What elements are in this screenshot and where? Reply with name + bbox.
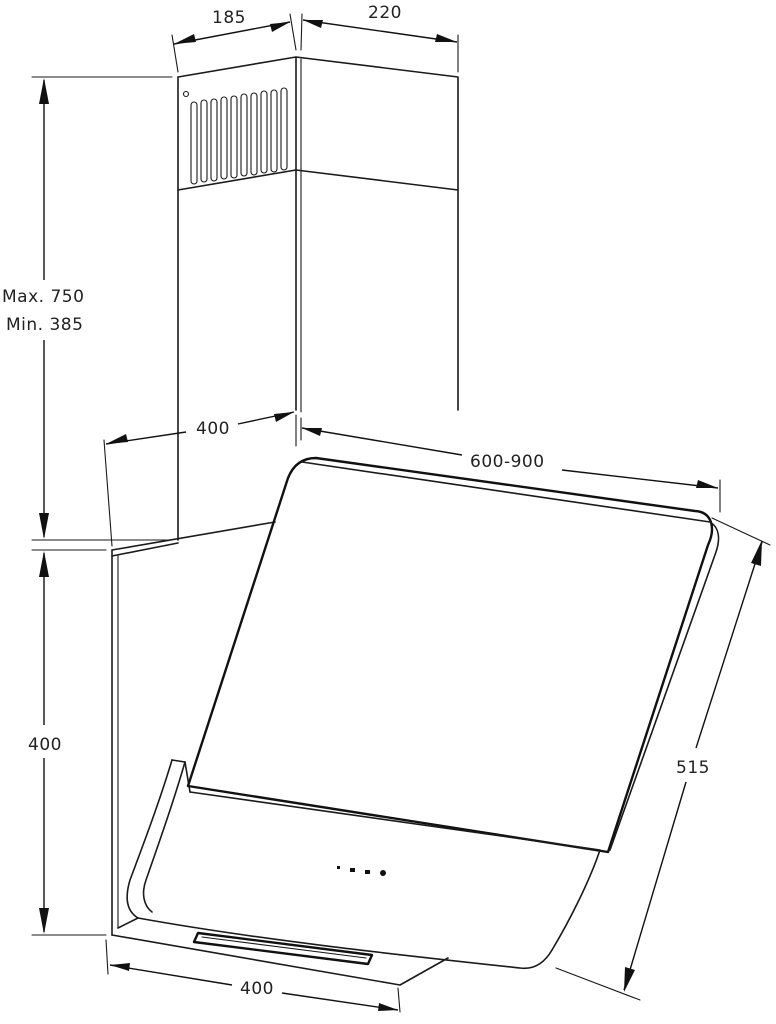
dimension-label-hood-upper-depth: 400	[196, 419, 230, 439]
dimension-label-height-min: Min. 385	[6, 315, 83, 335]
dimension-label-chimney-depth: 185	[212, 8, 246, 28]
dimension-hood-upper-depth: 400	[105, 411, 295, 445]
dimension-hood-bottom-depth: 400	[109, 963, 399, 1011]
chimney	[177, 56, 459, 541]
dimension-chimney-width: 220	[302, 3, 458, 43]
extension-lines	[31, 13, 771, 1013]
dimension-label-chimney-width: 220	[368, 3, 402, 23]
dimension-chimney-depth: 185	[173, 8, 291, 45]
dimension-label-glass-panel-length: 515	[676, 758, 710, 778]
glass-panel	[186, 456, 720, 951]
dimension-chimney-height: Max. 750 Min. 385	[2, 78, 84, 539]
control-buttons	[337, 866, 386, 876]
dimension-label-hood-width: 600-900	[470, 452, 545, 472]
dimension-hood-body-height: 400	[28, 551, 62, 934]
dimension-label-height-max: Max. 750	[2, 287, 84, 307]
dimension-label-hood-body-height: 400	[28, 735, 62, 755]
dimension-label-hood-bottom-depth: 400	[240, 979, 274, 999]
hood-body	[111, 521, 553, 986]
dimension-glass-panel-length: 515	[623, 540, 763, 992]
chimney-vent-slots	[190, 87, 288, 185]
dimension-hood-width: 600-900	[301, 427, 719, 489]
